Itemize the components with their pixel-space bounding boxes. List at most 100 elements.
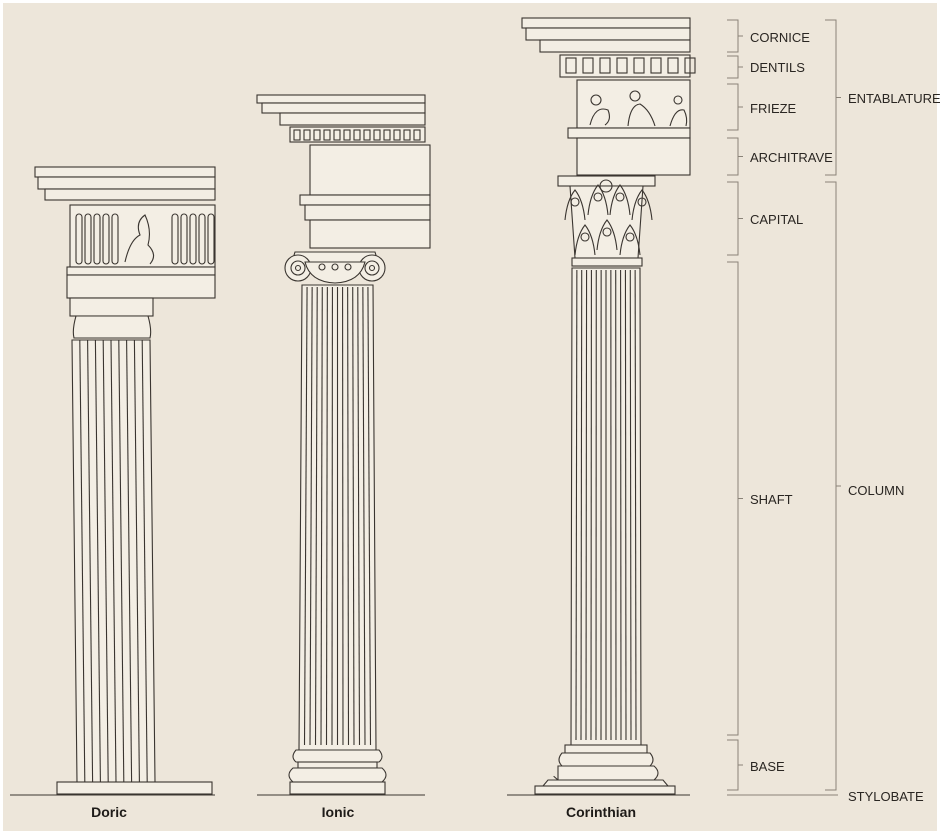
flute-line <box>352 286 355 746</box>
label-base: BASE <box>750 759 785 774</box>
dentil <box>383 129 391 141</box>
dentil <box>599 57 611 74</box>
triglyph-groove <box>75 213 83 265</box>
corinthian-frieze <box>576 79 691 129</box>
flute-line <box>634 269 637 741</box>
flute-line <box>325 286 328 746</box>
dentil <box>323 129 331 141</box>
label-cornice: CORNICE <box>750 30 810 45</box>
acanthus-leaf <box>574 224 596 256</box>
flute-line <box>580 269 583 741</box>
triglyph-groove <box>180 213 188 265</box>
triglyph-groove <box>198 213 206 265</box>
flute-line <box>629 269 632 741</box>
flute-line <box>314 286 318 746</box>
flute-line <box>141 339 148 783</box>
bracket <box>727 261 743 736</box>
acanthus-leaf <box>564 189 586 221</box>
dentil <box>313 129 321 141</box>
flute-line <box>585 269 588 741</box>
part-brackets <box>727 19 841 791</box>
dentil <box>582 57 594 74</box>
volute <box>593 192 603 202</box>
triglyph-groove <box>189 213 197 265</box>
bracket <box>825 181 841 791</box>
bracket <box>825 19 841 176</box>
volute <box>602 227 612 237</box>
label-dentils: DENTILS <box>750 60 805 75</box>
flute-line <box>575 269 578 741</box>
background <box>3 3 937 831</box>
fleuron <box>599 179 613 193</box>
acanthus-leaf <box>587 184 609 216</box>
triglyph-groove <box>93 213 101 265</box>
ionic-column-drawing <box>256 94 431 796</box>
volute <box>625 232 635 242</box>
flute-line <box>357 286 361 746</box>
triglyph-groove <box>111 213 119 265</box>
label-shaft: SHAFT <box>750 492 793 507</box>
label-architrave: ARCHITRAVE <box>750 150 833 165</box>
flute-line <box>126 339 133 783</box>
ionic-base <box>288 749 387 795</box>
label-entablature: ENTABLATURE <box>848 91 940 106</box>
triglyph-groove <box>84 213 92 265</box>
ionic-cornice <box>256 94 426 104</box>
dentil <box>684 57 696 74</box>
dentil <box>413 129 421 141</box>
dentil <box>353 129 361 141</box>
dentil <box>650 57 662 74</box>
flute-line <box>367 286 372 746</box>
dentil <box>393 129 401 141</box>
corinthian-architrave <box>576 137 691 176</box>
flute-line <box>320 286 323 746</box>
doric-capital <box>69 297 154 317</box>
label-stylobate: STYLOBATE <box>848 789 924 804</box>
bracket <box>727 181 743 256</box>
ionic-frieze <box>309 144 431 196</box>
acanthus-leaf <box>631 189 653 221</box>
flute-line <box>362 286 366 746</box>
dentil <box>633 57 645 74</box>
corinthian-capital <box>557 175 656 267</box>
dentil <box>616 57 628 74</box>
triglyph-groove <box>102 213 110 265</box>
bracket <box>727 19 743 53</box>
dentil <box>403 129 411 141</box>
frieze-figures-icon <box>589 90 688 127</box>
label-frieze: FRIEZE <box>750 101 797 116</box>
dentil <box>667 57 679 74</box>
acanthus-leaf <box>619 224 641 256</box>
volute <box>615 192 625 202</box>
volute <box>570 197 580 207</box>
doric-architrave <box>66 274 216 299</box>
ionic-capital <box>284 251 386 284</box>
corinthian-cornice <box>521 17 691 29</box>
flute-line <box>87 339 94 783</box>
doric-column-drawing <box>10 166 216 796</box>
dentil <box>303 129 311 141</box>
label-column: COLUMN <box>848 483 904 498</box>
dentil <box>363 129 371 141</box>
corinthian-column-drawing <box>507 17 696 796</box>
volute <box>637 197 647 207</box>
volute <box>580 232 590 242</box>
bracket <box>727 55 743 79</box>
dentil <box>293 129 301 141</box>
bracket <box>727 83 743 131</box>
dentil <box>373 129 381 141</box>
corinthian-base <box>534 744 676 795</box>
bracket <box>727 137 743 176</box>
flute-line <box>303 286 308 746</box>
label-corinthian: Corinthian <box>566 804 636 820</box>
metope-figure-icon <box>124 214 155 265</box>
triglyph-groove <box>171 213 179 265</box>
flute-line <box>347 286 350 746</box>
label-capital: CAPITAL <box>750 212 803 227</box>
flute-line <box>118 339 125 783</box>
flute-line <box>309 286 313 746</box>
flute-line <box>102 339 109 783</box>
doric-cornice <box>34 166 216 178</box>
